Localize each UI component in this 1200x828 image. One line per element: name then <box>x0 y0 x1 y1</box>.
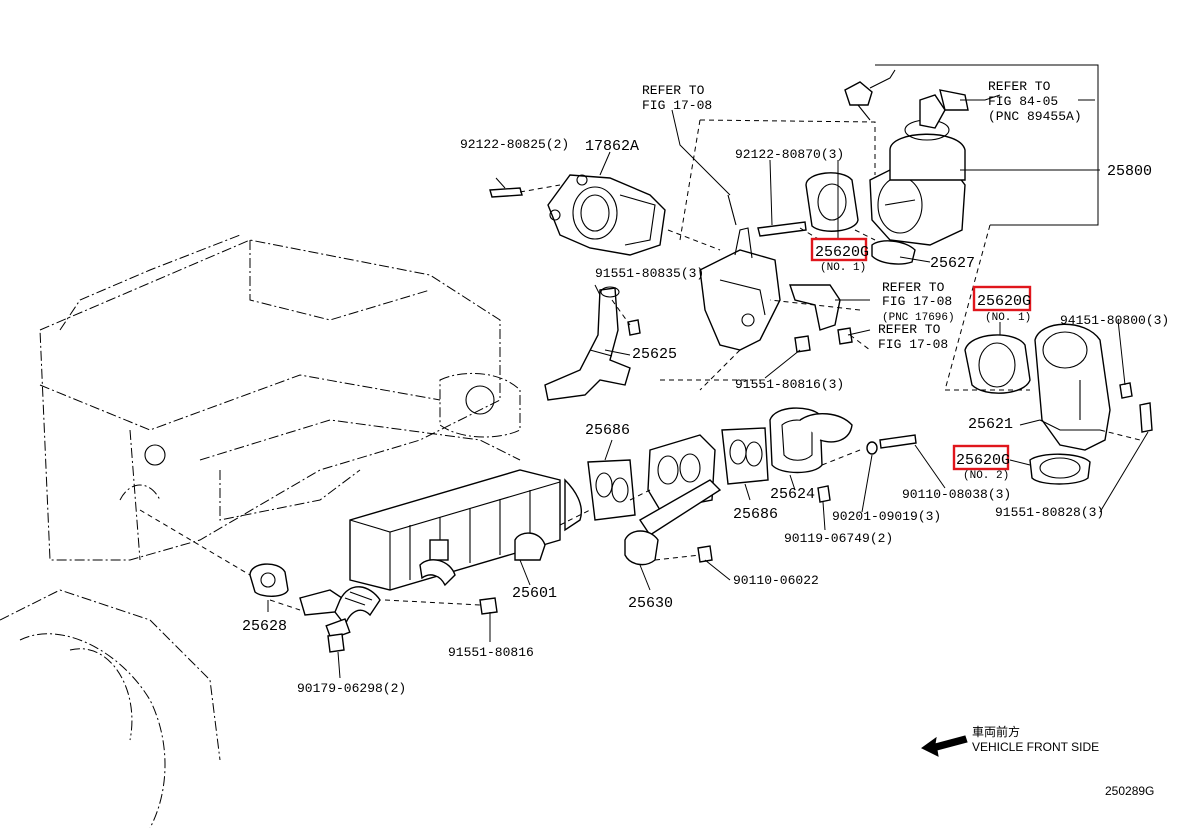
label-25620G-no2[interactable]: 25620G <box>956 452 1010 469</box>
refer-2-line1[interactable]: REFER TO <box>988 79 1051 94</box>
nut-94151-80800 <box>1119 382 1133 399</box>
diagram-code: 250289G <box>1105 784 1154 798</box>
label-91551-80816[interactable]: 91551-80816 <box>448 645 534 660</box>
bolt-91551-80835 <box>627 319 641 336</box>
egr-pipe-25621 <box>1034 323 1111 451</box>
refer-3-line2[interactable]: FIG 17-08 <box>882 294 952 309</box>
sensor-connector <box>844 69 896 121</box>
gasket-25620G-right <box>964 334 1031 394</box>
label-94151-80800[interactable]: 94151-80800(3) <box>1060 313 1169 328</box>
bolt-90110-06022 <box>697 545 713 563</box>
refer-2-line2[interactable]: FIG 84-05 <box>988 94 1058 109</box>
stud-92122-80870 <box>757 221 807 237</box>
label-91551-80835[interactable]: 91551-80835(3) <box>595 266 704 281</box>
label-25625[interactable]: 25625 <box>632 346 677 363</box>
part-labels: REFER TO FIG 17-08 REFER TO FIG 84-05 (P… <box>242 79 1169 696</box>
label-25620G-top-sub: (NO. 1) <box>820 262 866 274</box>
callout-frame <box>875 64 1099 226</box>
bolt-90179-06298 <box>327 633 345 653</box>
refer-2-line3[interactable]: (PNC 89455A) <box>988 109 1082 124</box>
refer-4-line1[interactable]: REFER TO <box>878 322 941 337</box>
bracket-25625 <box>544 286 631 401</box>
label-25621[interactable]: 25621 <box>968 416 1013 433</box>
gasket-25686-b <box>721 427 769 485</box>
refer-3-line1[interactable]: REFER TO <box>882 280 945 295</box>
label-25624[interactable]: 25624 <box>770 486 815 503</box>
label-92122-80825[interactable]: 92122-80825(2) <box>460 137 569 152</box>
label-91551-80828[interactable]: 91551-80828(3) <box>995 505 1104 520</box>
washer-90201-09019 <box>866 441 878 455</box>
vehicle-front-en: VEHICLE FRONT SIDE <box>972 740 1099 754</box>
stud-92122-80825 <box>489 187 523 198</box>
label-25686-a[interactable]: 25686 <box>585 422 630 439</box>
gasket-25686-a <box>587 459 636 521</box>
bolt-91551-80816-3 <box>794 335 811 353</box>
label-25627[interactable]: 25627 <box>930 255 975 272</box>
label-25620G-top[interactable]: 25620G <box>815 244 869 261</box>
arrow-left-icon <box>921 735 968 757</box>
vehicle-front-jp: 車両前方 <box>972 724 1020 739</box>
highlight-25620G-top <box>810 237 868 262</box>
valve-25630 <box>624 434 722 566</box>
bolt-91551-80816 <box>479 597 498 615</box>
refer-3-line3[interactable]: (PNC 17696) <box>882 312 955 324</box>
label-17862A[interactable]: 17862A <box>585 138 639 155</box>
label-25628[interactable]: 25628 <box>242 618 287 635</box>
highlight-25620G-no2 <box>952 444 1010 471</box>
label-90119-06749[interactable]: 90119-06749(2) <box>784 531 893 546</box>
bolt-refer-17-08 <box>837 327 853 345</box>
label-90110-06022[interactable]: 90110-06022 <box>733 573 819 588</box>
egr-bypass-assembly <box>699 194 841 351</box>
engine-block <box>0 234 521 828</box>
leader-lines <box>267 94 1149 679</box>
label-92122-80870[interactable]: 92122-80870(3) <box>735 147 844 162</box>
assembly-lines <box>139 119 1141 611</box>
label-90201-09019[interactable]: 90201-09019(3) <box>832 509 941 524</box>
bolt-90110-08038 <box>879 434 917 449</box>
label-25620G-right[interactable]: 25620G <box>977 293 1031 310</box>
egr-cooler-25601 <box>349 469 582 591</box>
label-25601[interactable]: 25601 <box>512 585 557 602</box>
label-90110-08038[interactable]: 90110-08038(3) <box>902 487 1011 502</box>
gasket-25620G-top <box>805 172 859 232</box>
refer-4-line2[interactable]: FIG 17-08 <box>878 337 948 352</box>
egr-pipe <box>299 586 381 640</box>
label-25630[interactable]: 25630 <box>628 595 673 612</box>
gasket-25628 <box>249 563 289 597</box>
flange-25624 <box>769 407 853 474</box>
label-25686-b[interactable]: 25686 <box>733 506 778 523</box>
vehicle-front-indicator: 車両前方 VEHICLE FRONT SIDE <box>921 724 1099 757</box>
label-91551-80816-3[interactable]: 91551-80816(3) <box>735 377 844 392</box>
label-25620G-no2-sub: (NO. 2) <box>963 470 1009 482</box>
gasket-25627 <box>871 240 916 265</box>
refer-1-line1[interactable]: REFER TO <box>642 83 705 98</box>
label-90179-06298[interactable]: 90179-06298(2) <box>297 681 406 696</box>
throttle-body-17862A <box>547 174 666 256</box>
gasket-25620G-no2 <box>1029 453 1091 485</box>
egr-valve-25800 <box>869 89 969 246</box>
label-25620G-right-sub: (NO. 1) <box>985 312 1031 324</box>
bolt-90119-06749 <box>817 485 831 503</box>
highlight-25620G-right <box>972 285 1032 312</box>
bolt-91551-80828 <box>1139 402 1153 433</box>
refer-1-line2[interactable]: FIG 17-08 <box>642 98 712 113</box>
label-25800[interactable]: 25800 <box>1107 163 1152 180</box>
